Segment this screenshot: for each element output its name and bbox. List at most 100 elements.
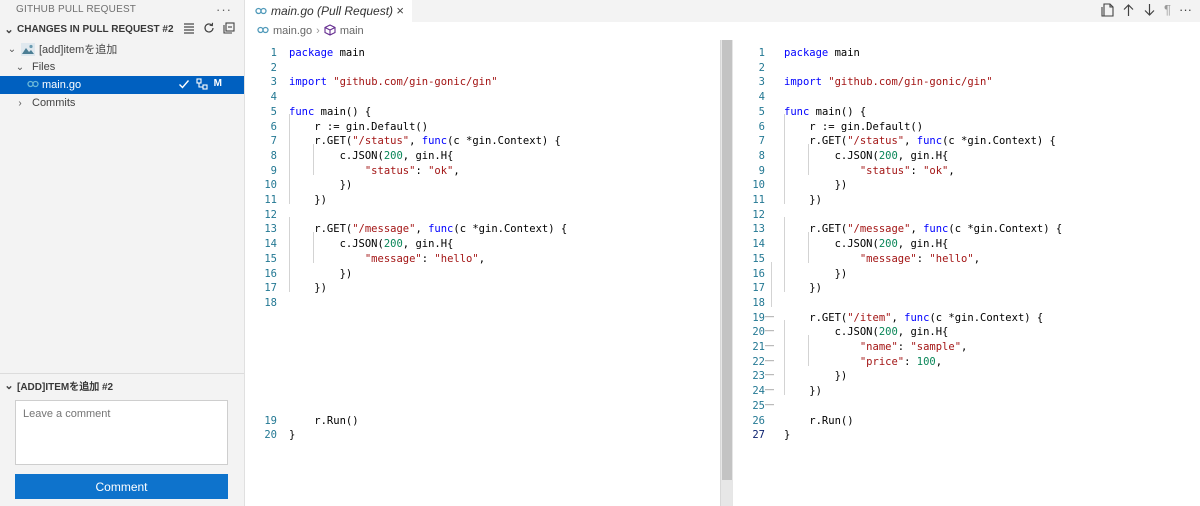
code-line[interactable]: 9 "status": "ok", bbox=[733, 164, 1200, 179]
code-text: }) bbox=[289, 281, 327, 296]
line-number: 14 bbox=[264, 238, 277, 251]
code-text: package main bbox=[289, 46, 365, 61]
code-line[interactable]: 13 r.GET("/message", func(c *gin.Context… bbox=[733, 222, 1200, 237]
code-line[interactable]: 20} bbox=[245, 428, 720, 443]
code-line[interactable]: 26 r.Run() bbox=[733, 414, 1200, 429]
open-file-icon[interactable] bbox=[1101, 3, 1114, 20]
code-text: c.JSON(200, gin.H{ bbox=[289, 149, 454, 164]
code-line[interactable]: 8 c.JSON(200, gin.H{ bbox=[733, 149, 1200, 164]
code-line[interactable]: 11 }) bbox=[245, 193, 720, 208]
more-actions-icon[interactable]: ··· bbox=[216, 1, 232, 17]
diff-marker-icon: — bbox=[765, 310, 774, 321]
code-line[interactable]: 18 bbox=[245, 296, 720, 311]
code-token: }) bbox=[784, 385, 822, 398]
code-line[interactable]: 14 c.JSON(200, gin.H{ bbox=[733, 237, 1200, 252]
tree-item-pull-request[interactable]: ⌄ [add]itemを追加 bbox=[0, 40, 244, 58]
code-line[interactable]: 17 }) bbox=[245, 281, 720, 296]
code-line[interactable]: 15 "message": "hello", bbox=[245, 252, 720, 267]
code-token: r.GET( bbox=[784, 311, 848, 324]
line-number: 13 bbox=[264, 223, 277, 236]
code-token: "ok" bbox=[428, 164, 454, 177]
code-line[interactable]: 6 r := gin.Default() bbox=[733, 120, 1200, 135]
code-line[interactable]: 18 bbox=[733, 296, 1200, 311]
scrollbar-thumb[interactable] bbox=[722, 40, 732, 480]
comment-button[interactable]: Comment bbox=[15, 474, 228, 499]
breadcrumb-symbol[interactable]: main bbox=[339, 25, 364, 37]
check-icon[interactable] bbox=[178, 78, 190, 93]
refresh-icon[interactable] bbox=[202, 21, 216, 35]
diff-marker-icon: — bbox=[765, 325, 774, 336]
code-line[interactable]: 12 bbox=[733, 208, 1200, 223]
code-line[interactable]: 11 }) bbox=[733, 193, 1200, 208]
code-line[interactable]: 16 }) bbox=[245, 267, 720, 282]
code-line[interactable]: 20 c.JSON(200, gin.H{ bbox=[733, 325, 1200, 340]
code-line[interactable]: 19 r.GET("/item", func(c *gin.Context) { bbox=[733, 311, 1200, 326]
arrow-up-icon[interactable] bbox=[1122, 3, 1135, 20]
code-line[interactable]: 9 "status": "ok", bbox=[245, 164, 720, 179]
code-token: c.JSON( bbox=[289, 238, 384, 251]
list-view-icon[interactable] bbox=[182, 21, 196, 35]
close-icon[interactable]: × bbox=[396, 3, 404, 18]
collapse-all-icon[interactable] bbox=[222, 21, 236, 35]
left-pane-scrollbar[interactable] bbox=[720, 40, 732, 506]
code-line[interactable]: 2 bbox=[245, 61, 720, 76]
tree-item-commits[interactable]: › Commits bbox=[0, 94, 244, 112]
code-token: (c *gin.Context) { bbox=[453, 223, 568, 236]
code-line[interactable]: 6 r := gin.Default() bbox=[245, 120, 720, 135]
code-line[interactable]: 4 bbox=[245, 90, 720, 105]
code-line[interactable]: 10 }) bbox=[245, 178, 720, 193]
code-line[interactable]: 10 }) bbox=[733, 178, 1200, 193]
code-line[interactable]: 17 }) bbox=[733, 281, 1200, 296]
code-line[interactable]: 12 bbox=[245, 208, 720, 223]
indent-guide bbox=[808, 144, 809, 175]
code-token: "/message" bbox=[352, 223, 416, 236]
code-token: 200 bbox=[878, 238, 898, 251]
breadcrumb-file[interactable]: main.go bbox=[273, 25, 313, 37]
indent-guide bbox=[808, 335, 809, 366]
open-changes-icon[interactable] bbox=[196, 78, 208, 93]
line-number: 9 bbox=[758, 164, 765, 177]
editor-actions: ¶ ··· bbox=[1101, 3, 1192, 20]
pilcrow-icon[interactable]: ¶ bbox=[1164, 2, 1171, 17]
code-line[interactable]: 23 }) bbox=[733, 369, 1200, 384]
more-actions-icon[interactable]: ··· bbox=[1179, 2, 1192, 17]
code-line[interactable]: 7 r.GET("/status", func(c *gin.Context) … bbox=[733, 134, 1200, 149]
tree-item-file-main-go[interactable]: main.go M bbox=[0, 76, 244, 94]
go-file-icon bbox=[27, 79, 39, 91]
code-line[interactable]: 13 r.GET("/message", func(c *gin.Context… bbox=[245, 222, 720, 237]
code-token: func bbox=[784, 105, 810, 118]
code-line[interactable]: 27} bbox=[733, 428, 1200, 443]
code-line[interactable]: 22 "price": 100, bbox=[733, 355, 1200, 370]
code-token: main() { bbox=[314, 105, 372, 118]
changes-section-header[interactable]: ⌄ CHANGES IN PULL REQUEST #2 bbox=[0, 18, 244, 40]
code-line[interactable]: 21 "name": "sample", bbox=[733, 340, 1200, 355]
tab-main-go-pull-request[interactable]: main.go (Pull Request) × bbox=[245, 0, 412, 22]
arrow-down-icon[interactable] bbox=[1143, 3, 1156, 20]
comment-input[interactable] bbox=[15, 400, 228, 465]
tree-item-files[interactable]: ⌄ Files bbox=[0, 58, 244, 76]
comment-section-header[interactable]: ⌄ [ADD]ITEMを追加 #2 bbox=[0, 374, 244, 396]
code-line[interactable]: 7 r.GET("/status", func(c *gin.Context) … bbox=[245, 134, 720, 149]
code-line[interactable]: 8 c.JSON(200, gin.H{ bbox=[245, 149, 720, 164]
code-line[interactable]: 16 }) bbox=[733, 267, 1200, 282]
code-line[interactable]: 24 }) bbox=[733, 384, 1200, 399]
code-text: }) bbox=[784, 384, 822, 399]
code-line[interactable]: 19 r.Run() bbox=[245, 414, 720, 429]
code-line[interactable]: 25 bbox=[733, 399, 1200, 414]
code-token: main bbox=[333, 47, 365, 59]
code-line[interactable]: 14 c.JSON(200, gin.H{ bbox=[245, 237, 720, 252]
code-line[interactable]: 2 bbox=[733, 61, 1200, 76]
diff-split-sash[interactable] bbox=[732, 40, 733, 506]
code-line[interactable]: 15 "message": "hello", bbox=[733, 252, 1200, 267]
line-number: 7 bbox=[270, 135, 277, 148]
code-line[interactable]: 4 bbox=[733, 90, 1200, 105]
line-number: 3 bbox=[758, 76, 765, 89]
